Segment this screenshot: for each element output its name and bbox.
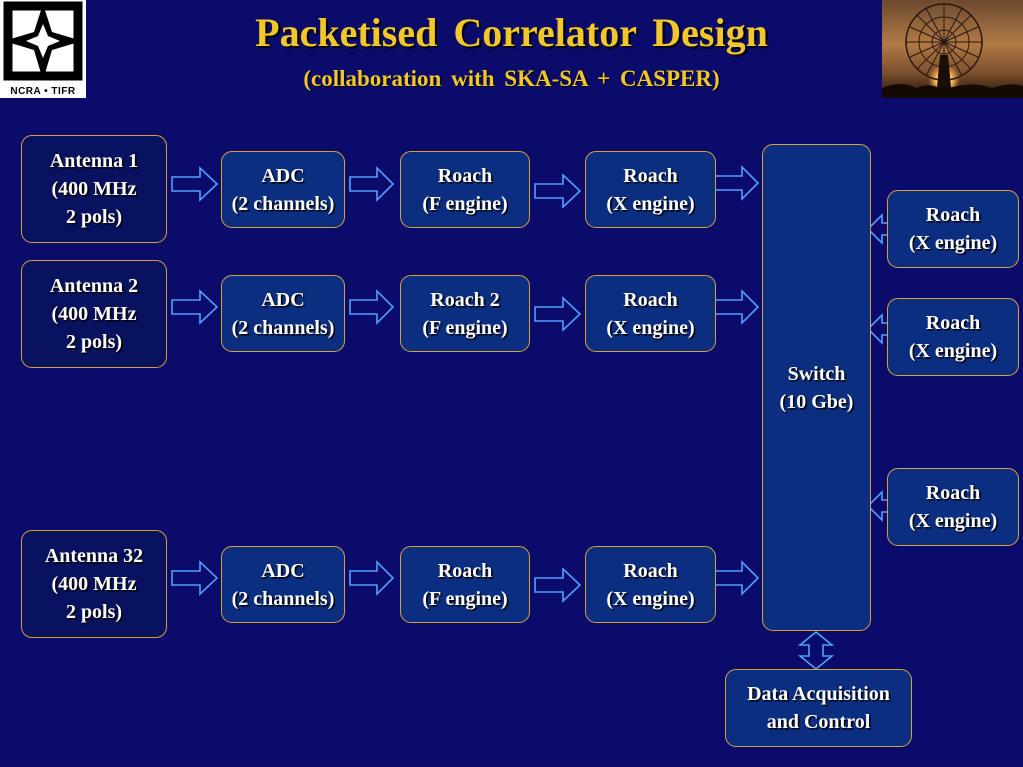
arrow-adc2-to-f-engine xyxy=(349,289,395,325)
x-engine-1-box: Roach (X engine) xyxy=(585,151,716,228)
switch-box: Switch (10 Gbe) xyxy=(762,144,871,631)
page-title: Packetised Correlator Design xyxy=(255,10,768,55)
antenna-32-pols: 2 pols) xyxy=(65,601,123,623)
right-x-engine-3-role: (X engine) xyxy=(908,510,998,532)
logo-caption: NCRA • TIFR xyxy=(10,86,76,97)
adc-32-channels: (2 channels) xyxy=(231,587,335,610)
antenna-1-box: Antenna 1 (400 MHz 2 pols) xyxy=(21,135,167,243)
antenna-32-box: Antenna 32 (400 MHz 2 pols) xyxy=(21,530,167,638)
data-acquisition-line1: Data Acquisition xyxy=(747,683,890,705)
right-x-engine-2-role: (X engine) xyxy=(908,340,998,362)
adc-2-box: ADC (2 channels) xyxy=(221,275,345,352)
arrow-x-engine1-to-switch xyxy=(714,165,760,201)
adc-32-label: ADC xyxy=(261,559,305,582)
f-engine-2-box: Roach 2 (F engine) xyxy=(400,275,530,352)
arrow-x-engine2-to-switch xyxy=(714,289,760,325)
x-engine-32-role: (X engine) xyxy=(606,587,695,610)
adc-2-label: ADC xyxy=(261,288,305,311)
f-engine-32-role: (F engine) xyxy=(422,587,508,610)
f-engine-1-box: Roach (F engine) xyxy=(400,151,530,228)
arrow-adc32-to-f-engine xyxy=(349,560,395,596)
adc-32-box: ADC (2 channels) xyxy=(221,546,345,623)
right-x-engine-1-box: Roach (X engine) xyxy=(887,190,1019,268)
ncra-tifr-logo: NCRA • TIFR xyxy=(0,0,86,98)
right-x-engine-3-label: Roach xyxy=(925,482,981,504)
adc-2-channels: (2 channels) xyxy=(231,316,335,339)
arrow-f-engine1-to-x-engine xyxy=(534,173,582,209)
page-subtitle: (collaboration with SKA-SA + CASPER) xyxy=(303,66,720,91)
switch-label: Switch xyxy=(787,362,846,385)
f-engine-2-label: Roach 2 xyxy=(430,288,500,311)
data-acquisition-line2: and Control xyxy=(766,711,871,733)
adc-1-box: ADC (2 channels) xyxy=(221,151,345,228)
right-x-engine-1-role: (X engine) xyxy=(908,232,998,254)
antenna-1-bandwidth: (400 MHz xyxy=(51,178,137,200)
right-x-engine-2-box: Roach (X engine) xyxy=(887,298,1019,376)
right-x-engine-2-label: Roach xyxy=(925,312,981,334)
arrow-x-engine32-to-switch xyxy=(714,560,760,596)
x-engine-32-label: Roach xyxy=(623,559,678,582)
arrow-antenna2-to-adc xyxy=(171,289,219,325)
arrow-antenna32-to-adc xyxy=(171,560,219,596)
antenna-2-pols: 2 pols) xyxy=(65,331,123,353)
x-engine-2-role: (X engine) xyxy=(606,316,695,339)
adc-1-label: ADC xyxy=(261,164,305,187)
antenna-2-bandwidth: (400 MHz xyxy=(51,303,137,325)
data-acquisition-box: Data Acquisition and Control xyxy=(725,669,912,747)
arrow-f-engine32-to-x-engine xyxy=(534,567,582,603)
x-engine-1-role: (X engine) xyxy=(606,192,695,215)
arrow-adc1-to-f-engine xyxy=(349,166,395,202)
antenna-2-box: Antenna 2 (400 MHz 2 pols) xyxy=(21,260,167,368)
x-engine-2-label: Roach xyxy=(623,288,678,311)
switch-speed: (10 Gbe) xyxy=(779,390,854,413)
antenna-32-bandwidth: (400 MHz xyxy=(51,573,137,595)
right-x-engine-3-box: Roach (X engine) xyxy=(887,468,1019,546)
x-engine-32-box: Roach (X engine) xyxy=(585,546,716,623)
f-engine-2-role: (F engine) xyxy=(422,316,508,339)
f-engine-32-label: Roach xyxy=(437,559,493,582)
antenna-dish-photo xyxy=(882,0,1023,98)
f-engine-1-role: (F engine) xyxy=(422,192,508,215)
arrow-switch-daq-bidirectional xyxy=(797,630,835,671)
right-x-engine-1-label: Roach xyxy=(925,204,981,226)
antenna-32-name: Antenna 32 xyxy=(44,545,144,567)
antenna-2-name: Antenna 2 xyxy=(49,275,139,297)
f-engine-32-box: Roach (F engine) xyxy=(400,546,530,623)
arrow-antenna1-to-adc xyxy=(171,166,219,202)
x-engine-2-box: Roach (X engine) xyxy=(585,275,716,352)
ncra-emblem-icon xyxy=(3,1,83,81)
x-engine-1-label: Roach xyxy=(623,164,678,187)
arrow-f-engine2-to-x-engine xyxy=(534,296,582,332)
adc-1-channels: (2 channels) xyxy=(231,192,335,215)
antenna-1-name: Antenna 1 xyxy=(49,150,139,172)
antenna-1-pols: 2 pols) xyxy=(65,206,123,228)
f-engine-1-label: Roach xyxy=(437,164,493,187)
